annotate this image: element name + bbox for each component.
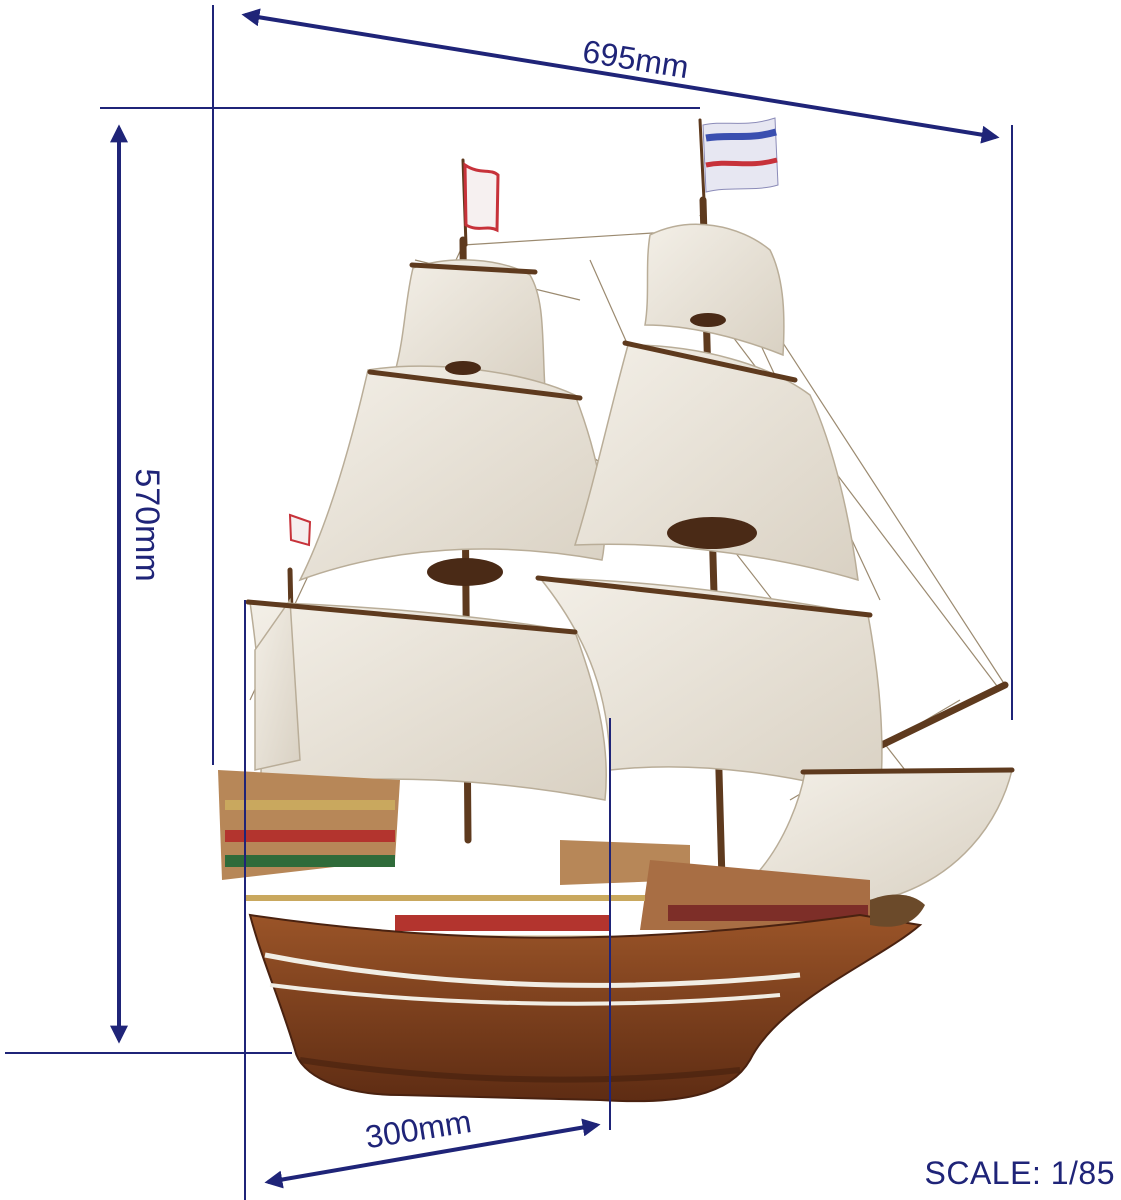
yards (245, 262, 1015, 775)
hull (248, 913, 923, 1103)
hull-stripe (264, 952, 801, 988)
height-label: 570mm (128, 468, 166, 581)
dimension-arrows (110, 8, 1000, 1189)
ship-illustration (218, 117, 1015, 1103)
fighting-tops (427, 313, 757, 586)
scale-label: SCALE: 1/85 (924, 1155, 1115, 1191)
length-arrow (241, 8, 1000, 144)
hull-shadow (299, 1057, 741, 1083)
hull-stripe-lower (269, 983, 781, 1006)
sails (249, 223, 1013, 901)
beam-arrow (264, 1118, 601, 1189)
figurehead (870, 894, 925, 927)
